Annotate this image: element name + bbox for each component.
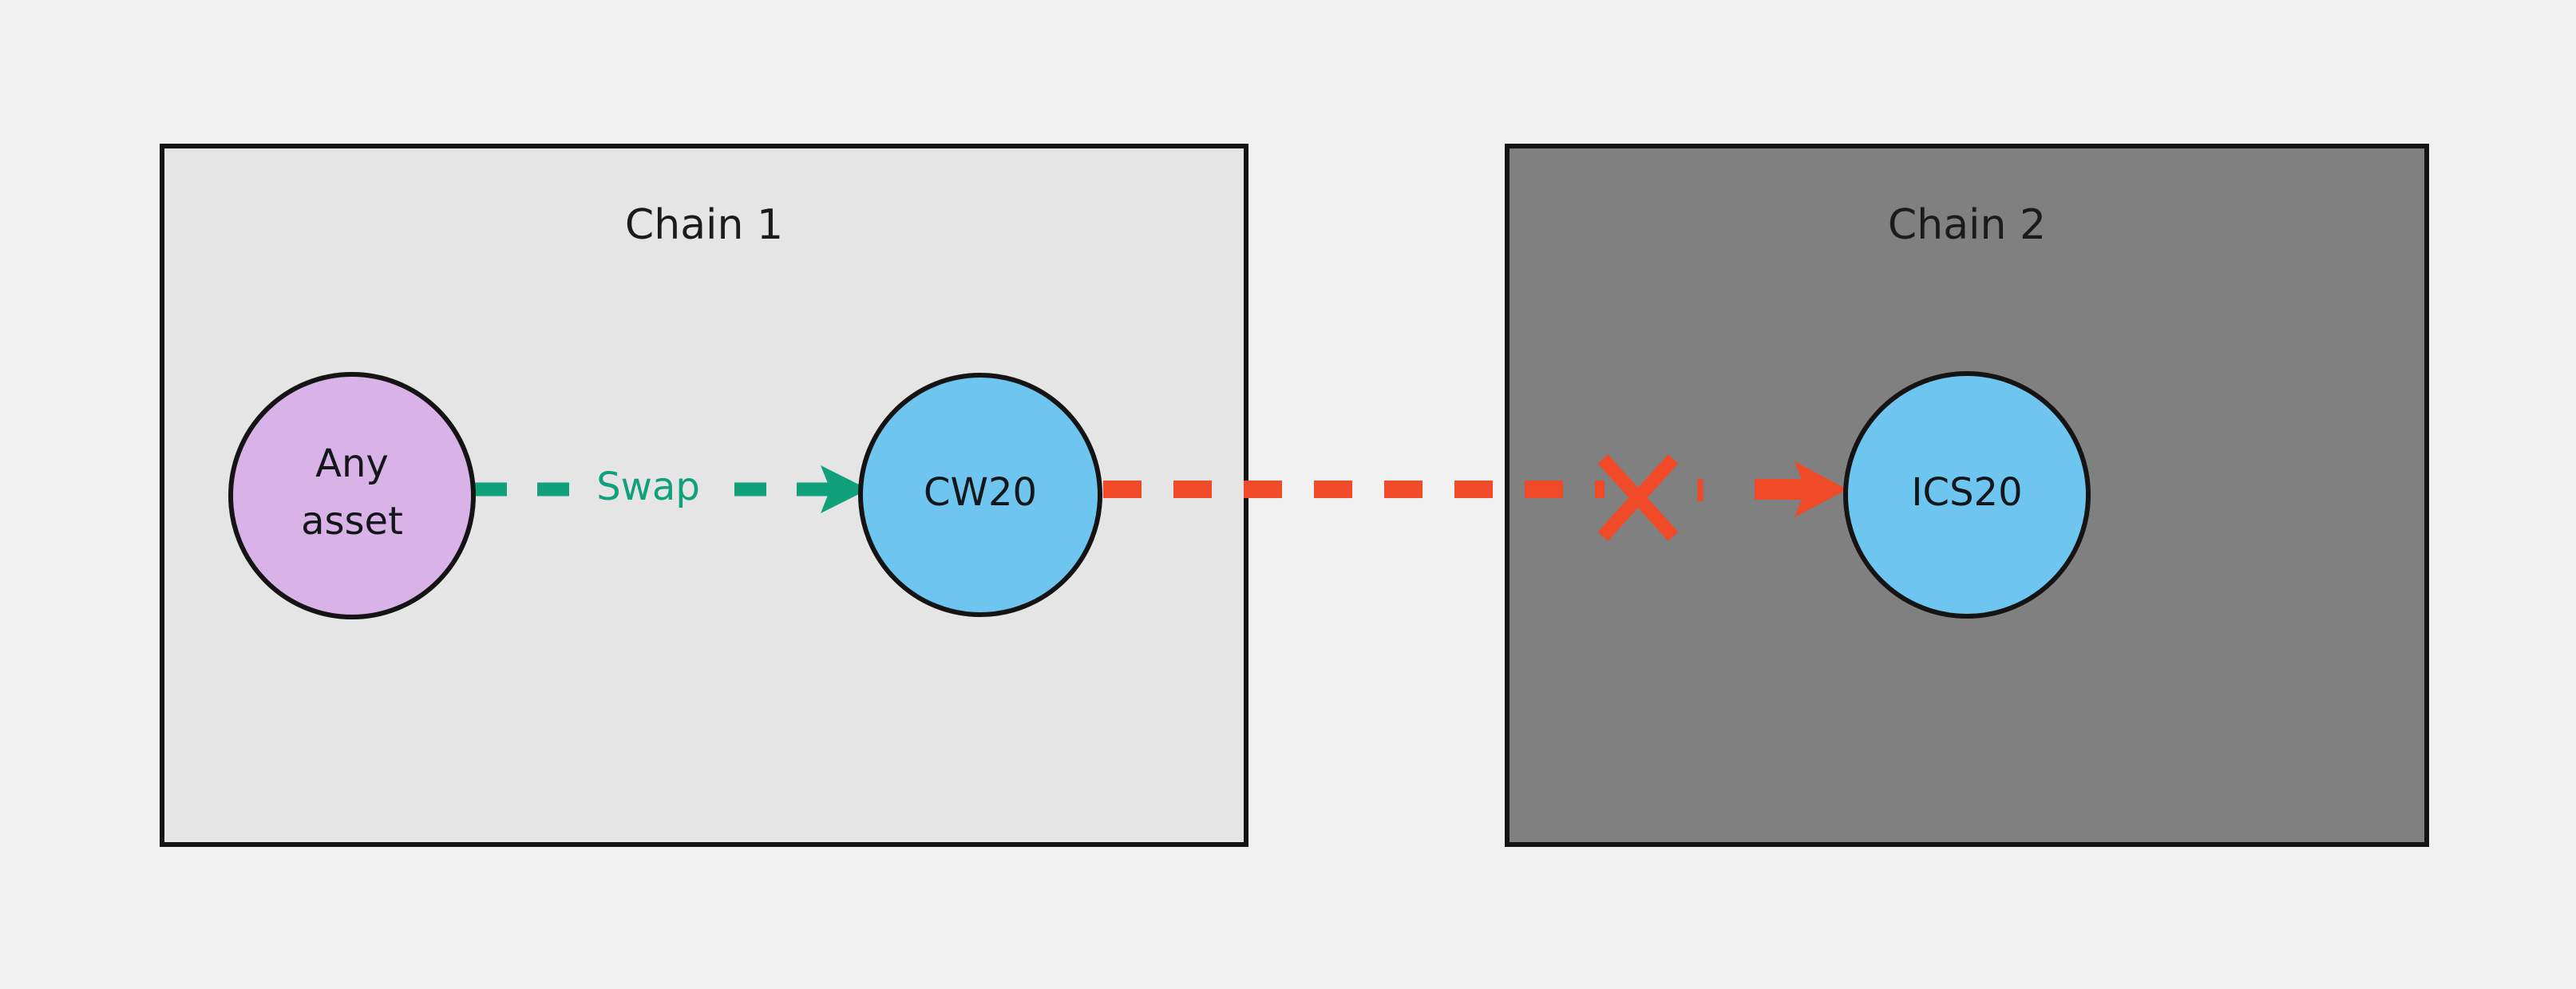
- cw20-label: CW20: [924, 470, 1037, 515]
- ics20-circle[interactable]: [1843, 371, 2091, 619]
- ibc-arrowhead-icon: [1794, 461, 1847, 517]
- chain-2-title: Chain 2: [1888, 201, 2046, 249]
- swap-edge-group[interactable]: Swap: [475, 465, 869, 513]
- blocked-x-icon: [1597, 454, 1679, 541]
- any-asset-label-line-2: asset: [301, 499, 403, 544]
- swap-edge-label: Swap: [596, 465, 700, 509]
- any-asset-circle[interactable]: [228, 372, 476, 619]
- node-cw20[interactable]: CW20: [858, 373, 1102, 617]
- cw20-circle[interactable]: [858, 373, 1102, 617]
- any-asset-label-line-1: Any: [315, 441, 389, 486]
- swap-arrowhead-icon: [821, 465, 869, 513]
- chain-1-title: Chain 1: [625, 201, 783, 249]
- node-any-asset[interactable]: Any asset: [228, 372, 476, 619]
- ics20-label: ICS20: [1911, 470, 2022, 515]
- ibc-blocked-edge-group[interactable]: [1103, 454, 1847, 541]
- node-ics20[interactable]: ICS20: [1843, 371, 2091, 619]
